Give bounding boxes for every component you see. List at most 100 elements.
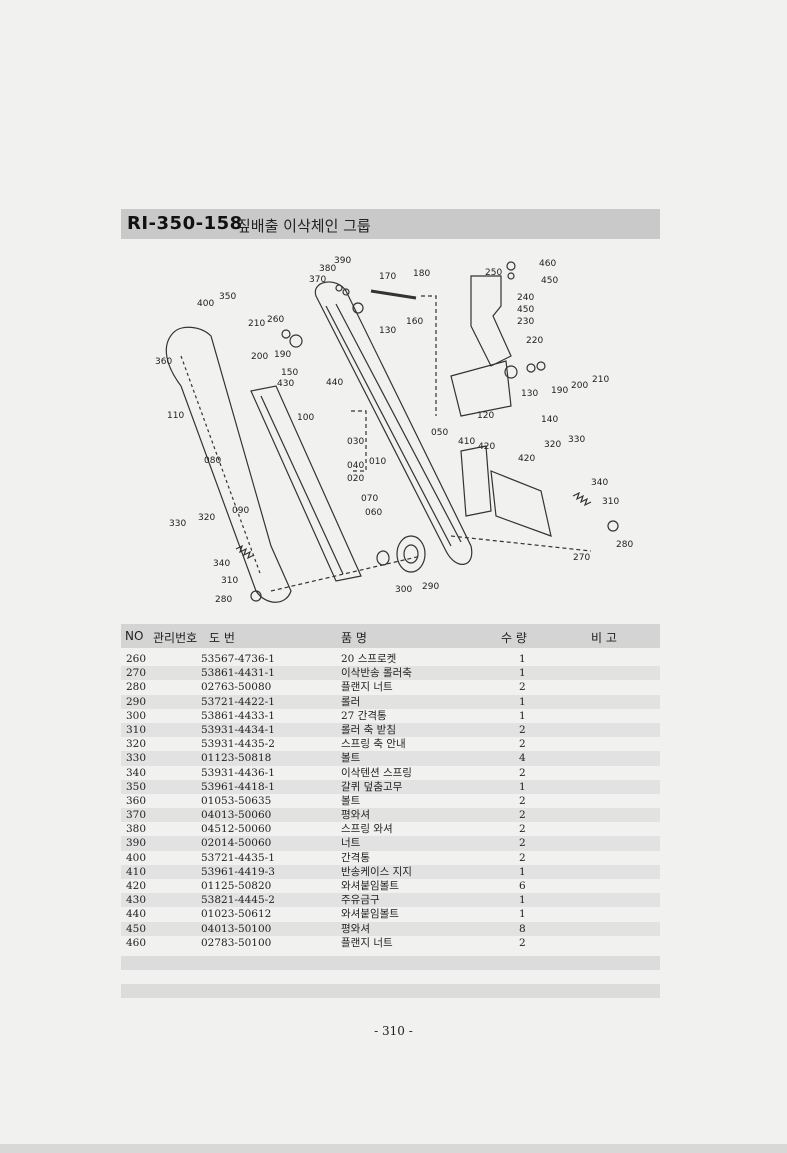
callout-label: 340 [213,559,230,569]
callout-label: 330 [169,519,186,529]
callout-label: 390 [334,256,351,266]
callout-label: 180 [413,269,430,279]
callout-label: 300 [395,585,412,595]
callout-label: 420 [478,442,495,452]
header-drawing-no: 도 번 [209,631,235,645]
callout-label: 080 [204,456,221,466]
scan-edge [0,1144,787,1153]
callout-label: 430 [277,379,294,389]
callout-label: 090 [232,506,249,516]
callout-label: 320 [198,513,215,523]
page-number: - 310 - [374,1024,413,1038]
group-name: 짚배출 이삭체인 그룹 [237,217,371,235]
callout-label: 230 [517,317,534,327]
callout-label: 460 [539,259,556,269]
header-no: NO [125,629,144,643]
frame-plate [165,326,292,603]
callout-label: 350 [219,292,236,302]
callout-label: 260 [267,315,284,325]
callout-label: 420 [518,454,535,464]
spring-left [235,544,255,560]
callout-label: 410 [458,437,475,447]
callout-label: 200 [251,352,268,362]
bracket-mid [450,360,512,417]
callout-label: 280 [215,595,232,605]
callout-label: 050 [431,428,448,438]
shaft [370,289,417,300]
callout-label: 170 [379,272,396,282]
callout-label: 290 [422,582,439,592]
callout-label: 210 [592,375,609,385]
header-mgmt-no: 관리번호 [153,631,198,645]
callout-label: 310 [602,497,619,507]
callout-label: 140 [541,415,558,425]
support [460,445,492,517]
chain-case [314,281,473,565]
title-bar: RI-350-158 짚배출 이삭체인 그룹 [121,209,660,239]
table-filler-row [121,984,660,998]
callout-label: 070 [361,494,378,504]
header-quantity: 수 량 [501,631,527,645]
callout-label: 190 [551,386,568,396]
callout-label: 040 [347,461,364,471]
rail [250,385,362,582]
roller [396,535,426,573]
callout-label: 340 [591,478,608,488]
callout-label: 210 [248,319,265,329]
callout-label: 010 [369,457,386,467]
callout-label: 190 [274,350,291,360]
callout-labels: 390 380 370 170 180 250 460 450 240 450 … [155,256,633,605]
callout-label: 110 [167,411,184,421]
callout-label: 380 [319,264,336,274]
callout-label: 130 [379,326,396,336]
bracket-top [470,275,512,367]
parts-table-header: NO 관리번호 도 번 품 명 수 량 비 고 [121,624,660,648]
callout-label: 120 [477,411,494,421]
callout-label: 310 [221,576,238,586]
group-code: RI-350-158 [127,213,243,234]
callout-label: 440 [326,378,343,388]
callout-label: 220 [526,336,543,346]
callout-label: 160 [406,317,423,327]
callout-label: 240 [517,293,534,303]
callout-label: 250 [485,268,502,278]
table-filler-row [121,956,660,970]
exploded-parts-diagram: 390 380 370 170 180 250 460 450 240 450 … [155,256,633,605]
callout-label: 450 [541,276,558,286]
callout-label: 400 [197,299,214,309]
header-remarks: 비 고 [591,631,617,645]
callout-label: 150 [281,368,298,378]
callout-label: 200 [571,381,588,391]
callout-label: 330 [568,435,585,445]
callout-label: 280 [616,540,633,550]
callout-label: 030 [347,437,364,447]
callout-label: 270 [573,553,590,563]
callout-label: 130 [521,389,538,399]
callout-label: 020 [347,474,364,484]
callout-label: 320 [544,440,561,450]
callout-label: 450 [517,305,534,315]
header-part-name: 품 명 [341,631,367,645]
callout-label: 370 [309,275,326,285]
